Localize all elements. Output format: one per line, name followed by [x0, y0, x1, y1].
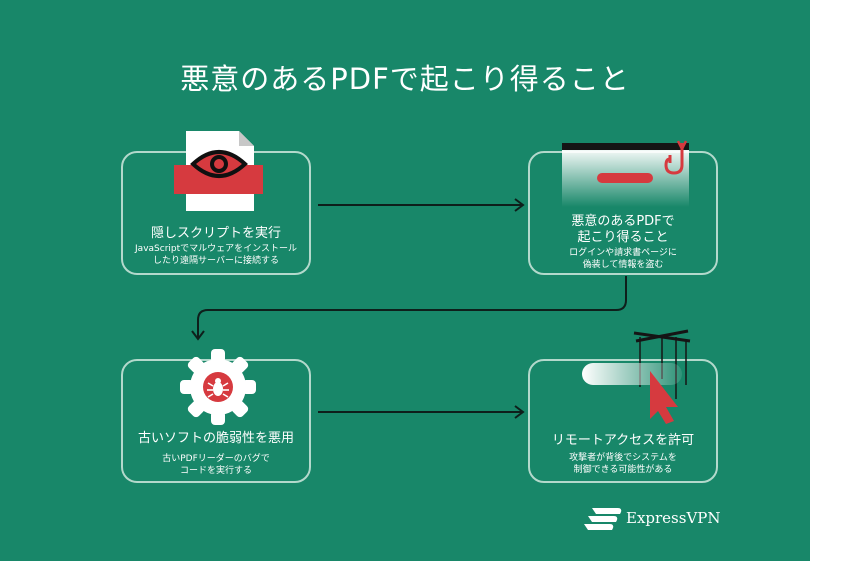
card-title: 古いソフトの脆弱性を悪用 — [137, 431, 294, 446]
puppet-cursor-icon — [582, 329, 691, 424]
arrow-2-to-3 — [197, 276, 627, 338]
card-description-line: 制御できる可能性がある — [573, 465, 673, 475]
card-vulnerable-software: 古いソフトの脆弱性を悪用 古いPDFリーダーのバグで コードを実行する — [121, 349, 311, 483]
infographic-canvas: 悪意のあるPDFで起こり得ること 隠しスクリプトを実行 JavaScriptでマ… — [0, 0, 810, 561]
card-description-line: 偽装して情報を盗む — [582, 260, 664, 270]
card-description-line: ログインや請求書ページに — [569, 248, 677, 258]
card-remote-access: リモートアクセスを許可 攻撃者が背後でシステムを 制御できる可能性がある — [528, 329, 718, 483]
card-title: 悪意のあるPDFで 起こり得ること — [571, 214, 675, 245]
expressvpn-logo-icon — [584, 508, 622, 530]
card-description-line: 古いPDFリーダーのバグで — [162, 454, 270, 464]
card-description-line: 攻撃者が背後でシステムを — [569, 453, 677, 463]
flow-arrows — [191, 198, 627, 419]
brand-name: ExpressVPN — [626, 509, 721, 527]
card-title: リモートアクセスを許可 — [551, 433, 695, 448]
phishing-hook-icon — [562, 140, 689, 207]
page-title: 悪意のあるPDFで起こり得ること — [180, 62, 630, 96]
document-eye-icon — [174, 131, 263, 211]
card-description-line: コードを実行する — [179, 466, 252, 476]
card-description-line: JavaScriptでマルウェアをインストール — [135, 244, 297, 254]
card-phishing: 悪意のあるPDFで 起こり得ること ログインや請求書ページに 偽装して情報を盗む — [528, 140, 718, 275]
card-hidden-scripts: 隠しスクリプトを実行 JavaScriptでマルウェアをインストール したり遠隔… — [121, 131, 311, 275]
card-description-line: したり遠隔サーバーに接続する — [153, 256, 279, 266]
bug-gear-icon — [180, 349, 256, 425]
card-title: 隠しスクリプトを実行 — [150, 226, 281, 241]
